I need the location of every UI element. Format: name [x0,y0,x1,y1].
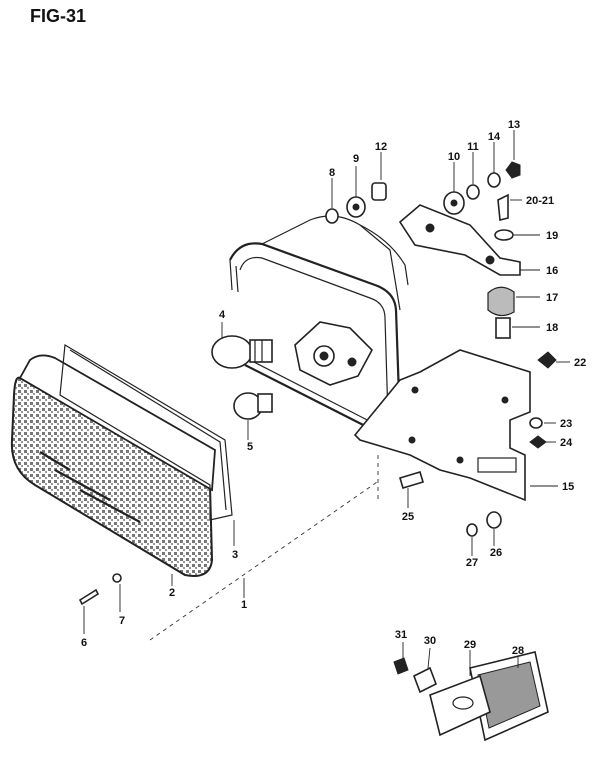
nut-24 [529,435,547,449]
callout-18: 18 [546,322,558,334]
callout-14: 14 [488,131,501,143]
callout-30: 30 [424,635,436,647]
lens-gasket [59,344,233,521]
washer-19 [494,229,514,241]
callout-7: 7 [119,615,125,627]
callout-13: 13 [508,119,520,131]
collar-18 [495,317,511,339]
callout-26: 26 [490,547,502,559]
leader-lines [83,130,570,676]
callout-8: 8 [329,167,335,179]
collar-12 [371,182,387,201]
bulb-socket [294,321,373,386]
cushion-17 [487,286,515,317]
lens-gasket-inner [69,349,227,511]
callout-23: 23 [560,418,572,430]
callout-10: 10 [448,151,460,163]
license-lamp-group [393,651,549,742]
washer-7 [112,573,122,583]
callout-22: 22 [574,357,586,369]
callout-6: 6 [81,637,87,649]
washer-11 [466,184,480,200]
callout-5: 5 [247,441,253,453]
bolt-20-21 [497,193,509,222]
bulb-large [211,335,273,369]
nut-22 [537,351,557,369]
callout-25: 25 [402,511,414,523]
callout-17: 17 [546,292,558,304]
assembly-centerline [149,479,381,641]
callout-11: 11 [467,141,479,153]
washer-14 [487,172,501,188]
washer-23 [529,417,543,429]
callout-28: 28 [512,645,524,657]
callout-4: 4 [219,309,226,321]
upper-bracket [398,204,521,276]
screw-6 [78,588,100,606]
nut-13 [505,161,521,179]
tail-lamp-lens [10,354,216,577]
callout-20-21: 20-21 [526,195,554,207]
washer-27 [466,523,478,537]
callout-labels: 8 9 12 10 11 14 13 20-21 19 16 17 18 22 … [81,119,586,657]
callout-9: 9 [353,153,359,165]
callout-3: 3 [232,549,238,561]
callout-2: 2 [169,587,175,599]
washer-8 [325,208,339,224]
figure-title: FIG-31 [30,6,86,26]
callout-24: 24 [560,437,573,449]
callout-15: 15 [562,481,574,493]
bolt-25 [399,471,424,489]
callout-12: 12 [375,141,387,153]
washer-26 [486,511,502,529]
callout-27: 27 [466,557,478,569]
callout-19: 19 [546,230,558,242]
callout-29: 29 [464,639,476,651]
callout-31: 31 [395,629,407,641]
license-bracket [353,349,531,502]
callout-1: 1 [241,599,247,611]
callout-16: 16 [546,265,558,277]
bulb-small [233,392,273,420]
